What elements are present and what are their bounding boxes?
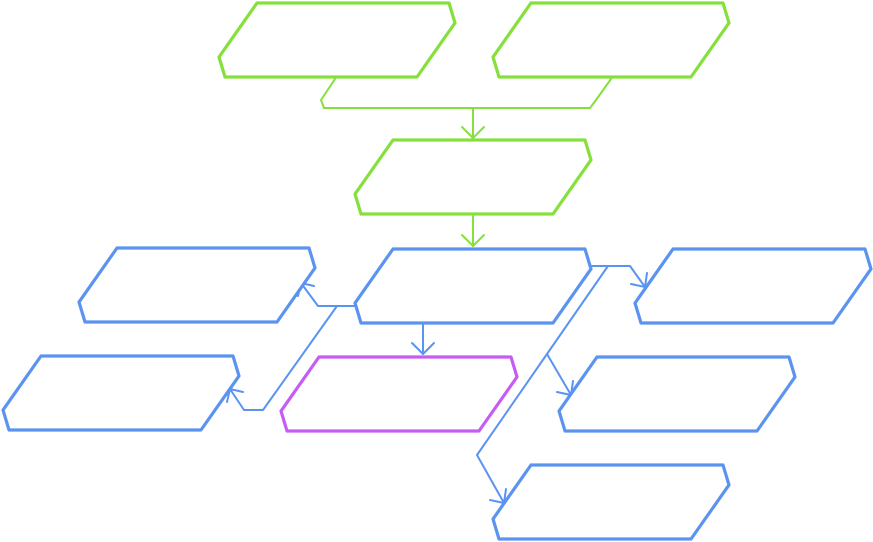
node-shape[interactable] — [77, 246, 317, 324]
node-hub[interactable] — [353, 247, 593, 325]
node-left-bottom[interactable] — [1, 354, 241, 432]
edge-input-b-to-merge[interactable] — [472, 78, 612, 109]
node-merge[interactable] — [353, 138, 593, 216]
arrowhead-icon — [411, 342, 435, 355]
edge-hub-to-center-selected[interactable] — [411, 323, 435, 355]
node-right-middle[interactable] — [557, 355, 797, 433]
node-input-b[interactable] — [491, 1, 731, 79]
arrowhead-icon — [461, 234, 485, 247]
node-shape[interactable] — [353, 138, 593, 216]
node-shape[interactable] — [633, 247, 873, 325]
arrowhead-icon — [461, 126, 485, 139]
node-input-a[interactable] — [217, 1, 457, 79]
edge-input-a-to-merge[interactable] — [320, 78, 485, 139]
connector-line[interactable] — [300, 282, 355, 307]
node-right-bottom[interactable] — [491, 463, 731, 541]
connector-line[interactable] — [320, 78, 474, 139]
connector-line[interactable] — [476, 353, 548, 504]
node-shape[interactable] — [217, 1, 457, 79]
node-shape[interactable] — [279, 355, 519, 433]
edge-hub-to-left-top[interactable] — [297, 282, 355, 307]
connector-line[interactable] — [472, 78, 612, 109]
node-shape[interactable] — [491, 1, 731, 79]
node-shape[interactable] — [491, 463, 731, 541]
node-right-top[interactable] — [633, 247, 873, 325]
node-shape[interactable] — [1, 354, 241, 432]
connector-line[interactable] — [229, 305, 338, 411]
node-center-selected[interactable] — [279, 355, 519, 433]
node-left-top[interactable] — [77, 246, 317, 324]
node-shape[interactable] — [557, 355, 797, 433]
connector-line[interactable] — [591, 265, 646, 288]
node-shape[interactable] — [353, 247, 593, 325]
edge-merge-to-hub[interactable] — [461, 215, 485, 247]
